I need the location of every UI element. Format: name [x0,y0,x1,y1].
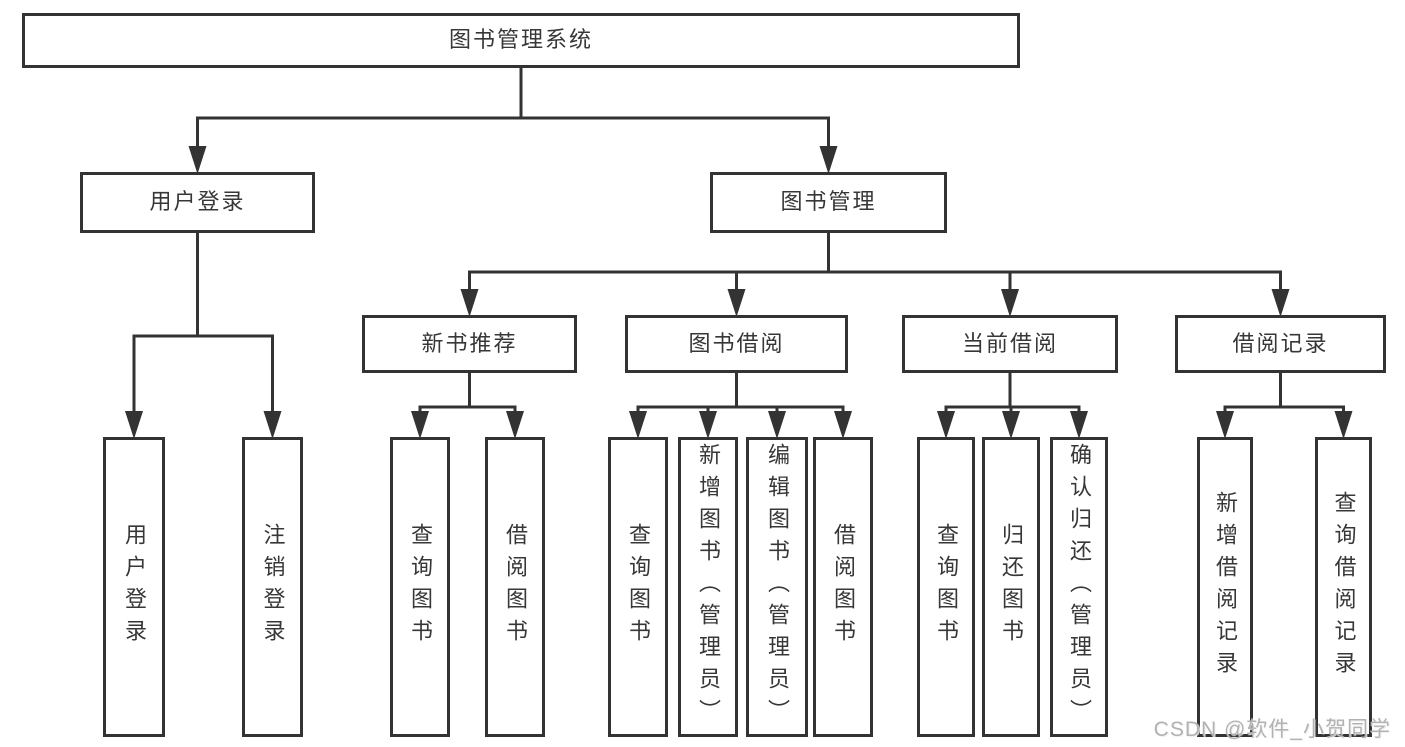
node-label: 图书管理系统 [448,27,593,53]
arrowhead [819,146,838,174]
arrowhead [834,411,852,439]
diagram-node-l11: 确认归还（管理员） [1050,437,1108,737]
arrowhead [411,411,429,439]
diagram-node-l3: 查询图书 [390,437,450,737]
node-label: 新增借阅记录 [1213,491,1238,683]
arrowhead [188,146,207,174]
node-label: 查询借阅记录 [1331,491,1357,683]
node-label: 借阅图书 [503,523,528,651]
arrowhead [699,411,717,439]
node-label: 归还图书 [999,523,1024,651]
diagram-node-current: 当前借阅 [902,315,1118,373]
diagram-node-l2: 注销登录 [242,437,303,737]
arrowhead [727,289,746,317]
node-label: 用户登录 [122,523,147,651]
diagram-node-l5: 查询图书 [608,437,668,737]
diagram-node-login: 用户登录 [80,172,315,233]
node-label: 确认归还（管理员） [1067,443,1092,731]
arrowhead [263,411,282,439]
arrowhead [1271,289,1290,317]
node-label: 借阅记录 [1232,330,1329,356]
node-label: 图书管理 [780,189,877,215]
diagram-node-l9: 查询图书 [917,437,975,737]
node-label: 当前借阅 [961,330,1058,356]
diagram-node-l4: 借阅图书 [485,437,545,737]
diagram-node-mgmt: 图书管理 [710,172,947,233]
arrowhead [1070,411,1088,439]
diagram-node-borrow: 图书借阅 [625,315,848,373]
arrowhead [1001,289,1019,317]
arrowhead [506,411,524,439]
diagram-node-l13: 查询借阅记录 [1315,437,1372,737]
diagram-node-record: 借阅记录 [1175,315,1386,373]
arrowhead [1334,411,1353,439]
node-label: 查询图书 [408,523,433,651]
arrowhead [460,289,479,317]
node-label: 注销登录 [260,523,286,651]
diagram-node-l12: 新增借阅记录 [1197,437,1253,737]
diagram-node-rec: 新书推荐 [362,315,577,373]
node-label: 借阅图书 [831,523,856,651]
arrowhead [125,411,143,439]
csdn-watermark: CSDN @软件_小贺同学 [1153,718,1391,741]
node-label: 图书借阅 [688,330,785,356]
node-label: 新书推荐 [421,330,518,356]
arrowhead [937,411,955,439]
diagram-node-l7: 编辑图书（管理员） [746,437,808,737]
diagram-node-l6: 新增图书（管理员） [678,437,738,737]
node-label: 用户登录 [149,189,246,215]
node-label: 新增图书（管理员） [696,443,721,731]
diagram-node-root: 图书管理系统 [22,13,1020,68]
diagram-node-l8: 借阅图书 [813,437,873,737]
diagram-node-l1: 用户登录 [103,437,165,737]
node-label: 编辑图书（管理员） [765,443,790,731]
diagram-node-l10: 归还图书 [982,437,1040,737]
node-label: 查询图书 [626,523,651,651]
arrowhead [1216,411,1234,439]
arrowhead [768,411,786,439]
arrowhead [1002,411,1020,439]
node-label: 查询图书 [934,523,959,651]
arrowhead [629,411,647,439]
